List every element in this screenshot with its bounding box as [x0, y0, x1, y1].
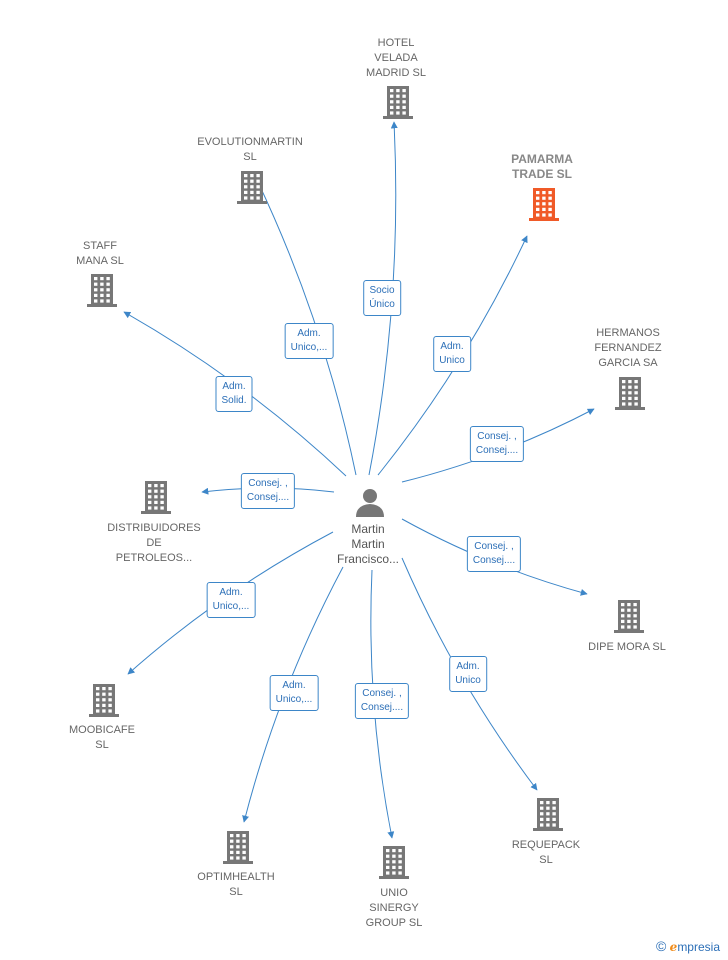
building-icon-distribuidores[interactable] — [141, 481, 171, 514]
company-label-pamarma[interactable]: PAMARMA TRADE SL — [511, 152, 573, 181]
relation-label-unio-sinergy[interactable]: Consej. , Consej.... — [354, 683, 410, 719]
company-label-hotel-velada[interactable]: HOTEL VELADA MADRID SL — [366, 37, 426, 79]
company-label-requepack[interactable]: REQUEPACK SL — [511, 839, 581, 866]
building-icon-moobicafe[interactable] — [89, 684, 119, 717]
relation-label-dipe-mora[interactable]: Consej. , Consej.... — [466, 536, 522, 572]
relation-label-moobicafe[interactable]: Adm. Unico,... — [206, 582, 256, 618]
person-name[interactable]: Martin Martin Francisco... — [336, 522, 399, 566]
person-icon[interactable] — [356, 489, 384, 517]
relation-label-optimhealth[interactable]: Adm. Unico,... — [269, 675, 319, 711]
building-icon-hotel-velada[interactable] — [383, 86, 413, 119]
company-label-staff-mana[interactable]: STAFF MANA SL — [76, 240, 124, 267]
building-icon-requepack[interactable] — [533, 798, 563, 831]
company-label-unio-sinergy[interactable]: UNIO SINERGY GROUP SL — [365, 887, 423, 929]
building-icon-optimhealth[interactable] — [223, 831, 253, 864]
company-label-moobicafe[interactable]: MOOBICAFE SL — [68, 724, 135, 751]
relation-label-hermanos[interactable]: Consej. , Consej.... — [469, 426, 525, 462]
relation-label-staff-mana[interactable]: Adm. Solid. — [215, 376, 253, 412]
relation-label-hotel-velada[interactable]: Socio Único — [363, 280, 401, 316]
company-label-dipe-mora[interactable]: DIPE MORA SL — [588, 641, 666, 653]
relation-label-pamarma[interactable]: Adm. Unico — [433, 336, 471, 372]
company-label-evolutionmartin[interactable]: EVOLUTIONMARTIN SL — [197, 136, 303, 163]
building-icon-unio-sinergy[interactable] — [379, 846, 409, 879]
building-icon-pamarma[interactable] — [529, 188, 559, 221]
relation-label-distribuidores[interactable]: Consej. , Consej.... — [240, 473, 296, 509]
brand-name: mpresia — [677, 940, 720, 954]
building-icon-staff-mana[interactable] — [87, 274, 117, 307]
building-icon-dipe-mora[interactable] — [614, 600, 644, 633]
company-label-hermanos[interactable]: HERMANOS FERNANDEZ GARCIA SA — [594, 327, 662, 369]
building-icon-evolutionmartin[interactable] — [237, 171, 267, 204]
relation-label-evolutionmartin[interactable]: Adm. Unico,... — [284, 323, 334, 359]
company-label-distribuidores[interactable]: DISTRIBUIDORES DE PETROLEOS... — [107, 522, 201, 564]
building-icon-hermanos[interactable] — [615, 377, 645, 410]
brand-logo: © empresia — [656, 938, 720, 954]
relation-label-requepack[interactable]: Adm. Unico — [449, 656, 487, 692]
copyright-icon: © — [656, 938, 667, 954]
company-label-optimhealth[interactable]: OPTIMHEALTH SL — [197, 871, 275, 898]
brand-e: e — [669, 940, 678, 954]
